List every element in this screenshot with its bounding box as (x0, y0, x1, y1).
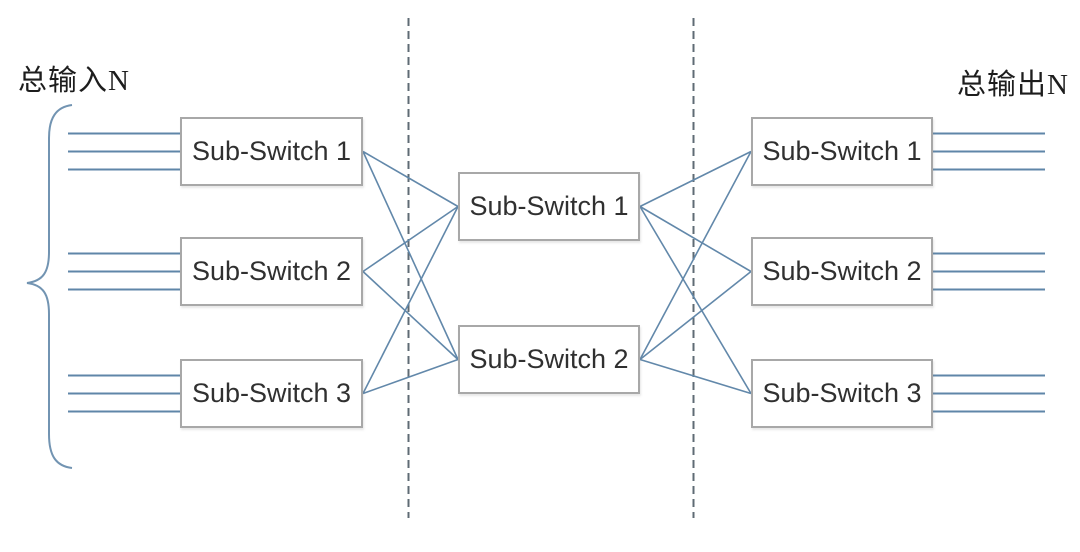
middle-to-output-links (639, 150, 752, 395)
output-sub-switch-2: Sub-Switch 2 (751, 237, 933, 306)
input-sub-switch-1: Sub-Switch 1 (180, 117, 363, 186)
input-to-middle-links (362, 150, 459, 395)
output-sub-switch-3: Sub-Switch 3 (751, 359, 933, 428)
input-trunk-lines (68, 132, 180, 413)
total-output-label: 总输出N (957, 69, 1069, 101)
input-sub-switch-2: Sub-Switch 2 (180, 237, 363, 306)
output-sub-switch-1: Sub-Switch 1 (751, 117, 933, 186)
total-input-label: 总输入N (18, 65, 130, 97)
input-sub-switch-3: Sub-Switch 3 (180, 359, 363, 428)
output-trunk-lines (933, 132, 1045, 413)
middle-sub-switch-2: Sub-Switch 2 (458, 325, 640, 394)
middle-sub-switch-1: Sub-Switch 1 (458, 172, 640, 241)
input-brace (26, 104, 73, 469)
